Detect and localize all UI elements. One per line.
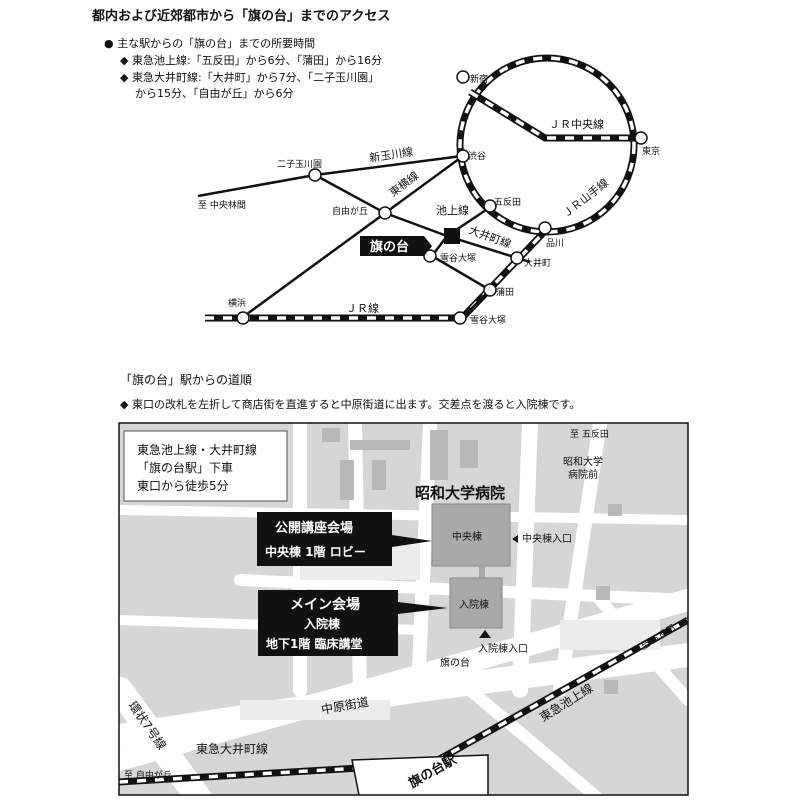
station-yokohama: [236, 311, 250, 325]
road-loop7: [119, 677, 212, 795]
label-ward-entrance: 入院棟入口: [478, 642, 528, 655]
label-jr-line: ＪＲ線: [346, 301, 379, 315]
ikegami-time-text: 東急池上線:「五反田」から6分、「蒲田」から16分: [131, 54, 383, 67]
map-frame: [118, 422, 689, 796]
label-chuo-rinkan: 至 中央林間: [198, 199, 246, 211]
info-box: [123, 430, 288, 502]
access-title: 都内および近郊都市から「旗の台」までのアクセス: [92, 9, 391, 24]
label-central-entrance: 中央棟入口: [522, 532, 572, 545]
label-yukigaya: 雪谷大塚: [440, 252, 476, 264]
oimachi-time-text-1: 東急大井町線:「大井町」から7分、「二子玉川園」: [131, 71, 380, 84]
bullet-dot-icon: ●: [104, 37, 114, 50]
diamond-icon: ◆: [120, 54, 129, 67]
directions-instruction-text: 東口の改札を左折して商店街を直進すると中原街道に出ます。交差点を渡ると入院棟です…: [131, 398, 581, 411]
ikegami-time: ◆ 東急池上線:「五反田」から6分、「蒲田」から16分: [120, 52, 382, 68]
main-hall-line3: 地下1階 臨床講堂: [266, 636, 363, 651]
access-bullet-head-text: 主な駅からの「旗の台」までの所要時間: [117, 37, 316, 50]
directions-instruction: ◆ 東口の改札を左折して商店街を直進すると中原街道に出ます。交差点を渡ると入院棟…: [120, 396, 580, 412]
label-chuo-line: ＪＲ中央線: [549, 117, 604, 131]
station-futako: [308, 168, 322, 182]
main-hall-line2: 入院棟: [304, 616, 341, 631]
lecture-hall-callout: [257, 512, 432, 566]
station-kamata: [483, 283, 497, 297]
label-ward-building: 入院棟: [459, 598, 489, 611]
road-s1: [464, 684, 604, 795]
access-bullet-head: ● 主な駅からの「旗の台」までの所要時間: [104, 35, 315, 51]
label-gotanda: 五反田: [494, 197, 521, 208]
arrow-left-icon: [512, 535, 518, 543]
label-shinagawa: 品川: [546, 238, 564, 249]
station-shinjuku: [456, 70, 470, 84]
label-hatanodai-small: 旗の台: [440, 656, 470, 669]
label-central-building: 中央棟: [452, 530, 482, 543]
info-line1: 東急池上線・大井町線: [137, 442, 257, 457]
station-tokyo: [634, 131, 648, 145]
label-tokyo: 東京: [642, 145, 660, 157]
road-v3: [411, 423, 437, 697]
station-gotanda: [483, 199, 497, 213]
station-yukigaya-bottom: [453, 311, 467, 325]
station-oimachi: [510, 251, 524, 265]
central-building: [431, 503, 511, 567]
rail-ikegami-dash: [419, 618, 688, 772]
label-to-jiyugaoka: 至 自由が丘: [124, 769, 172, 781]
label-bus-stop: 昭和大学: [563, 455, 603, 468]
station-jiyugaoka: [378, 206, 392, 220]
label-shibuya: 渋谷: [468, 150, 486, 162]
main-hall-callout: [258, 590, 448, 656]
dark-blocks: [322, 428, 622, 694]
hatanodai-marker: [444, 228, 460, 244]
label-futako: 二子玉川園: [277, 159, 322, 170]
ward-building: [449, 577, 503, 629]
label-kamata: 蒲田: [496, 286, 514, 298]
station-shibuya: [456, 149, 470, 163]
hatanodai-tag: [360, 236, 432, 256]
label-shinjuku: 新宿: [470, 73, 488, 85]
main-hall-line1: メイン会場: [290, 596, 360, 613]
yamanote-loop-dash: [458, 56, 636, 234]
label-jiyugaoka: 自由が丘: [332, 205, 368, 217]
toyoko-line: [242, 154, 464, 319]
oimachi-time: ◆ 東急大井町線:「大井町」から7分、「二子玉川園」: [120, 69, 379, 85]
directions-title: 「旗の台」駅からの道順: [120, 373, 253, 387]
building-connector: [479, 566, 485, 578]
label-shintamagawa-line: 新玉川線: [368, 144, 414, 165]
label-ikegami-line: 池上線: [436, 203, 469, 217]
label-yokohama: 横浜: [228, 297, 246, 309]
road-h1: [119, 505, 688, 525]
oimachi-time-text-2: から15分、「自由が丘」から6分: [135, 87, 294, 100]
info-line3: 東口から徒歩5分: [137, 478, 229, 493]
chuo-line-dash: [469, 90, 642, 140]
label-yukigaya-bottom: 雪谷大塚: [470, 314, 506, 326]
road-v4: [512, 423, 538, 698]
lecture-hall-line1: 公開講座会場: [275, 520, 353, 536]
rail-oimachi-dash: [119, 766, 361, 784]
lecture-hall-line2: 中央棟 1階 ロビー: [265, 544, 366, 559]
label-oimachi-line: 東急大井町線: [196, 741, 268, 756]
station-shinagawa: [538, 221, 552, 235]
arrow-up-icon: [479, 630, 491, 638]
oimachi-line: [314, 173, 531, 264]
station-platform: [351, 754, 489, 795]
label-oimachi: 大井町: [524, 257, 551, 269]
hatanodai-label: 旗の台: [370, 239, 409, 255]
info-line2: 「旗の台駅」下車: [137, 460, 233, 475]
label-hospital: 昭和大学病院: [415, 484, 505, 502]
label-bus-stop-2: 病院前: [568, 468, 598, 481]
diamond-icon: ◆: [120, 71, 129, 84]
diamond-icon: ◆: [120, 398, 129, 411]
label-to-gotanda: 至 五反田: [570, 429, 609, 440]
